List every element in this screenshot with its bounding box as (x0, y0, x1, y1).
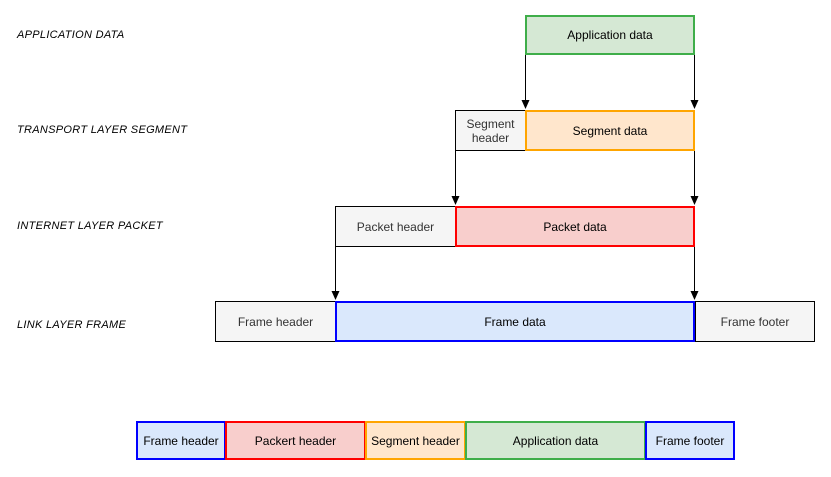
frame-footer-box: Frame footer (695, 301, 815, 342)
frame-data-box: Frame data (335, 301, 695, 342)
label-transport-layer-segment: TRANSPORT LAYER SEGMENT (17, 124, 188, 136)
label-application-data: APPLICATION DATA (17, 29, 125, 41)
assembled-frame-header-box: Frame header (136, 421, 226, 460)
segment-data-box: Segment data (525, 110, 695, 151)
assembled-application-data-box: Application data (465, 421, 646, 460)
segment-header-box: Segment header (455, 110, 526, 151)
frame-header-box: Frame header (215, 301, 336, 342)
label-internet-layer-packet: INTERNET LAYER PACKET (17, 220, 163, 232)
assembled-packet-header-box: Packert header (225, 421, 366, 460)
label-link-layer-frame: LINK LAYER FRAME (17, 319, 127, 331)
packet-header-box: Packet header (335, 206, 456, 247)
application-data-box: Application data (525, 15, 695, 55)
packet-data-box: Packet data (455, 206, 695, 247)
assembled-frame-footer-box: Frame footer (645, 421, 735, 460)
assembled-segment-header-box: Segment header (365, 421, 466, 460)
